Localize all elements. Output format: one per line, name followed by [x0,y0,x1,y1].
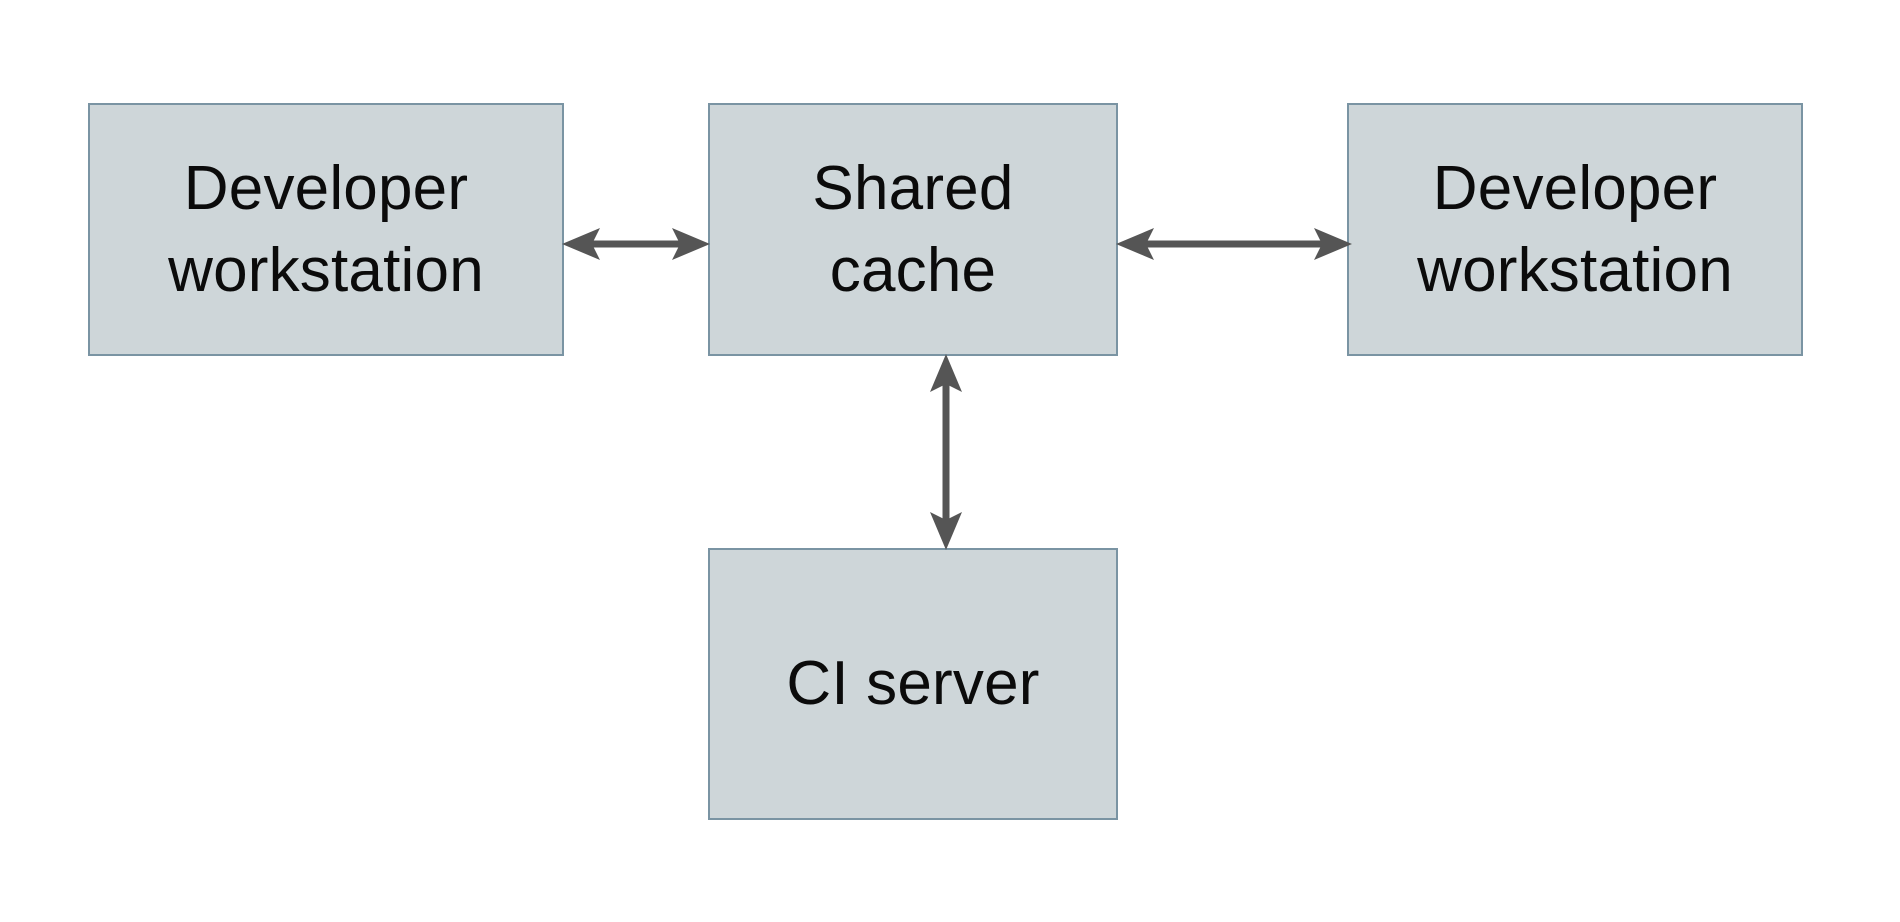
node-label: Developer workstation [168,153,484,305]
node-label: Shared cache [812,153,1014,305]
node-label: Developer workstation [1417,153,1733,305]
node-ci-server[interactable]: CI server [708,548,1118,820]
node-shared-cache[interactable]: Shared cache [708,103,1118,356]
edge-shared-cache-to-ci-server[interactable] [920,352,972,552]
double-headed-arrow-horizontal-icon [1116,228,1352,260]
node-developer-workstation-right[interactable]: Developer workstation [1347,103,1803,356]
node-label: CI server [786,649,1040,719]
node-developer-workstation-left[interactable]: Developer workstation [88,103,564,356]
edge-shared-cache-to-developer-workstation-right[interactable] [1114,218,1354,270]
edge-developer-workstation-left-to-shared-cache[interactable] [560,218,712,270]
double-headed-arrow-horizontal-icon [562,228,710,260]
double-headed-arrow-vertical-icon [930,354,962,550]
